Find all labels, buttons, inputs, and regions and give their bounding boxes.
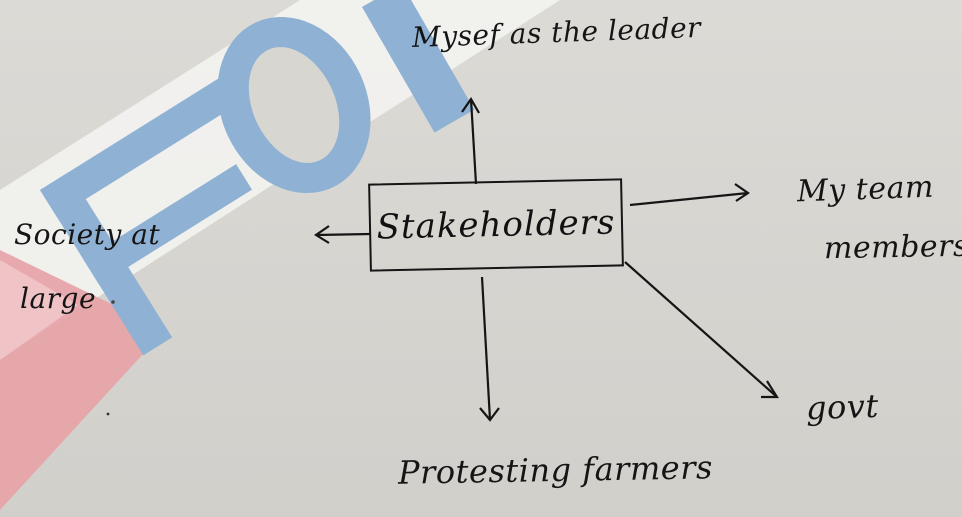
right-node-label-line-2: members — [823, 228, 962, 267]
right-node-label-line-1: My team — [796, 169, 935, 210]
bottom-node-label: Protesting farmers — [397, 448, 714, 492]
center-node-box: Stakeholders — [368, 178, 624, 272]
center-node-label: Stakeholders — [376, 202, 616, 248]
bottom-right-node-label: govt — [805, 386, 880, 428]
left-node-label-line-2: large — [20, 282, 97, 315]
left-node-label-line-1: Society at — [14, 218, 161, 251]
